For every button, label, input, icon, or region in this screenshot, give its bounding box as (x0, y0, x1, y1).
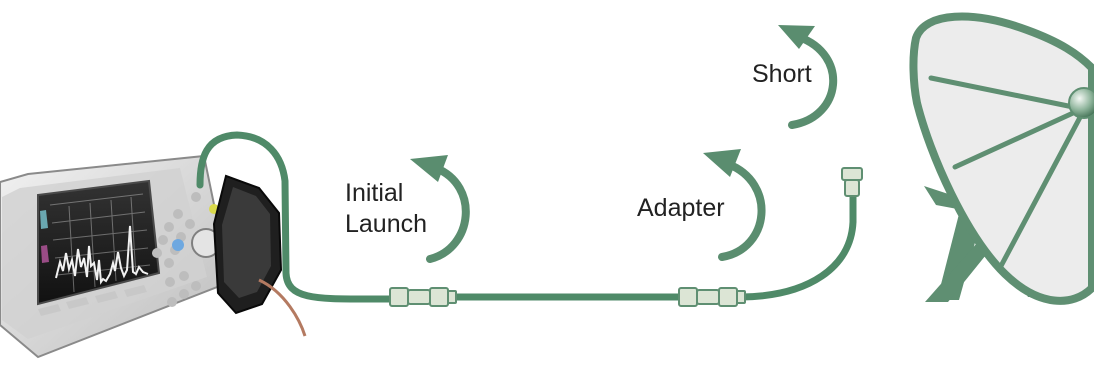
adapter-connector-2 (678, 287, 746, 307)
initial-launch-label: Initial Launch (345, 178, 427, 240)
initial-launch-label-line-1: Initial (345, 179, 404, 207)
short-label: Short (752, 60, 812, 88)
coax-cable-run (196, 131, 857, 303)
initial-launch-label-line-2: Launch (345, 210, 428, 238)
adapter-arrow-icon (703, 149, 766, 261)
cable-segment-3 (738, 192, 857, 301)
short-arrow-icon (778, 25, 838, 129)
satellite-dish-icon (909, 12, 1094, 305)
adapter-connector-1 (389, 287, 457, 307)
spectrum-trace (55, 225, 149, 285)
adapter-label: Adapter (637, 194, 725, 222)
cable-end-connector (841, 167, 863, 197)
analyzer-stand (258, 278, 307, 337)
initial-launch-arrow-icon (410, 155, 470, 263)
spectrum-analyzer-icon (0, 154, 307, 359)
analyzer-screen (37, 179, 161, 306)
cable-segment-1 (196, 131, 394, 303)
